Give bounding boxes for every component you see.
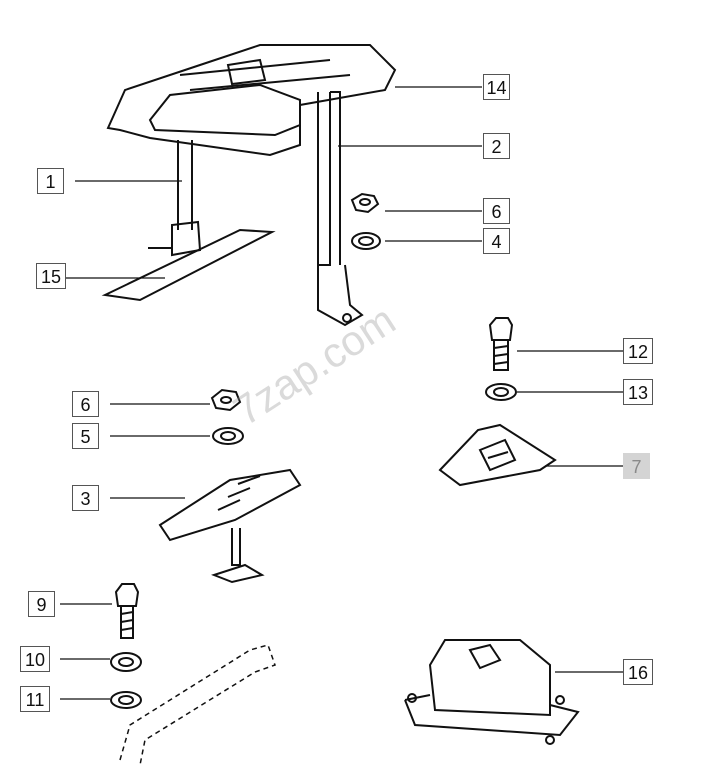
bolt-part xyxy=(488,317,514,371)
callout-4[interactable]: 4 xyxy=(483,228,510,254)
frame-outline xyxy=(119,644,276,766)
callout-6[interactable]: 6 xyxy=(483,198,510,224)
callout-13[interactable]: 13 xyxy=(623,379,653,405)
strap-part xyxy=(148,140,202,257)
callout-7[interactable]: 7 xyxy=(623,453,650,479)
washer-part xyxy=(110,691,142,709)
callout-3[interactable]: 3 xyxy=(72,485,99,511)
battery-cover-part xyxy=(106,44,397,157)
nut-part xyxy=(350,192,380,214)
callout-9[interactable]: 9 xyxy=(28,591,55,617)
washer-part xyxy=(351,232,381,250)
bolt-part xyxy=(114,583,140,639)
callout-2[interactable]: 2 xyxy=(483,133,510,159)
clamp-bracket-part xyxy=(158,468,302,584)
callout-14[interactable]: 14 xyxy=(483,74,510,100)
callout-1[interactable]: 1 xyxy=(37,168,64,194)
washer-part xyxy=(212,427,244,445)
voltage-regulator-part xyxy=(404,639,580,745)
hold-down-strap-part xyxy=(317,91,364,327)
leader-lines xyxy=(60,86,623,700)
bracket-part xyxy=(438,423,557,487)
callout-5[interactable]: 5 xyxy=(72,423,99,449)
callout-15[interactable]: 15 xyxy=(36,263,66,289)
callout-12[interactable]: 12 xyxy=(623,338,653,364)
spring-washer-part xyxy=(110,652,142,672)
nut-part xyxy=(210,388,242,412)
callout-16[interactable]: 16 xyxy=(623,659,653,685)
base-bar-part xyxy=(101,228,276,302)
callout-11[interactable]: 11 xyxy=(20,686,50,712)
washer-part xyxy=(485,383,517,401)
callout-6-left[interactable]: 6 xyxy=(72,391,99,417)
callout-10[interactable]: 10 xyxy=(20,646,50,672)
